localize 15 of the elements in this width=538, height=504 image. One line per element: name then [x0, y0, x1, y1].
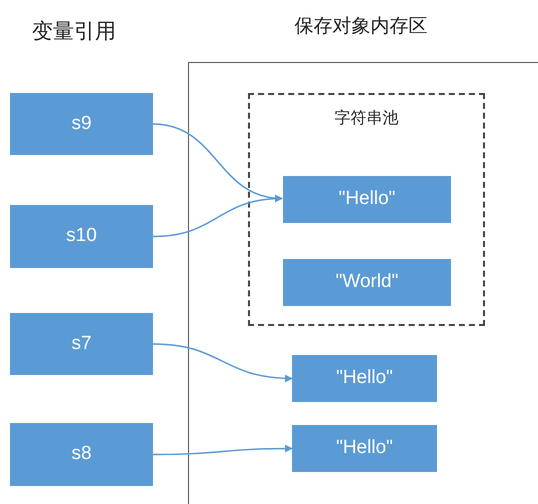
- column-heading: 变量引用: [32, 19, 116, 45]
- value-box: "Hello": [283, 176, 451, 223]
- value-box: "World": [283, 259, 451, 306]
- value-box: "Hello": [292, 425, 437, 472]
- arrow: [152, 194, 283, 238]
- value-box: s9: [10, 93, 153, 155]
- arrow: [152, 343, 293, 382]
- value-box: "Hello": [292, 355, 437, 402]
- value-box: s8: [10, 423, 153, 486]
- pool-heading: 字符串池: [334, 108, 400, 129]
- arrow: [153, 444, 293, 456]
- value-box: s10: [10, 205, 153, 268]
- pool-box: [248, 93, 485, 326]
- value-box: s7: [10, 313, 153, 375]
- area-heading: 保存对象内存区: [294, 15, 428, 39]
